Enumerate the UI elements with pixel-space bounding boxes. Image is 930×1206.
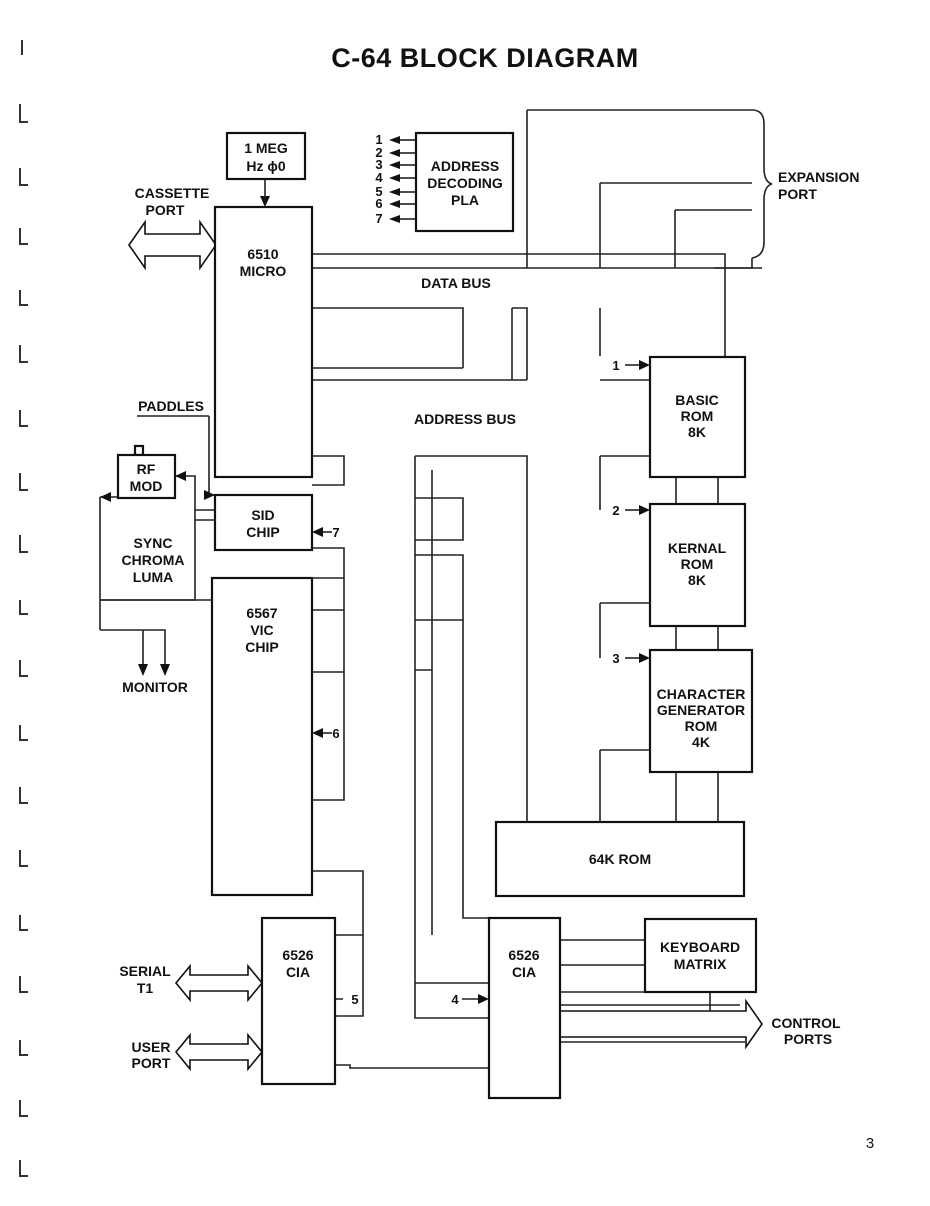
kernal-label-line1: KERNAL [668,540,727,556]
vic-label-line2: VIC [250,622,273,638]
select-line-chargen: 3 [612,651,619,666]
select-line-cia1: 5 [351,992,358,1007]
pla-label-line3: PLA [451,192,479,208]
address-bus-label: ADDRESS BUS [414,411,516,427]
diagram-title: C-64 BLOCK DIAGRAM [331,43,639,73]
chargen-label-line4: 4K [692,734,710,750]
basic-label-line2: ROM [681,408,714,424]
kernal-rom-block: KERNAL ROM 8K [648,502,747,628]
rfmod-block: RF MOD [116,444,177,500]
pla-label-line1: ADDRESS [431,158,499,174]
pla-output-2: 2 [375,145,382,160]
monitor-label: MONITOR [122,679,188,695]
pla-output-3: 3 [375,157,382,172]
cassette-port-arrow [128,219,217,271]
pla-output-6: 6 [375,196,382,211]
cia2-block: 6526 CIA [487,916,562,1100]
keyboard-matrix-block: KEYBOARD MATRIX [643,917,758,994]
select-line-basic: 1 [612,358,619,373]
cia1-block: 6526 CIA [260,916,337,1086]
cia2-label-line2: CIA [512,964,536,980]
chargen-label-line3: ROM [685,718,718,734]
pla-output-5: 5 [375,184,382,199]
cia1-label-line1: 6526 [282,947,313,963]
expansion-port-brace [751,109,773,259]
keyboard-label-line1: KEYBOARD [660,939,740,955]
micro-block: 6510 MICRO [213,205,314,479]
control-ports-label-line1: CONTROL [771,1015,841,1031]
control-ports-label-line2: PORTS [784,1031,832,1047]
data-bus-label: DATA BUS [421,275,491,291]
keyboard-label-line2: MATRIX [674,956,727,972]
user-port-label-line2: PORT [132,1055,171,1071]
micro-label-line1: 6510 [247,246,278,262]
pla-output-4: 4 [375,170,383,185]
vic-label-line1: 6567 [246,605,277,621]
kernal-label-line3: 8K [688,572,706,588]
select-line-vic: 6 [332,726,339,741]
user-port-arrow [174,1032,264,1072]
pla-output-7: 7 [375,211,382,226]
select-line-sid: 7 [332,525,339,540]
chargen-label-line2: GENERATOR [657,702,745,718]
cassette-label-line1: CASSETTE [135,185,210,201]
clock-label-line1: 1 MEG [244,140,288,156]
cia2-label-line1: 6526 [508,947,539,963]
pla-label-line2: DECODING [427,175,503,191]
serial-port-arrow [174,963,264,1003]
chargen-label-line1: CHARACTER [657,686,746,702]
control-ports-arrow [559,998,763,1050]
sid-label-line1: SID [251,507,274,523]
expansion-label-line1: EXPANSION [778,169,859,185]
rfmod-label-line1: RF [137,461,156,477]
expansion-label-line2: PORT [778,186,817,202]
cia1-label-line2: CIA [286,964,310,980]
clock-label-line2: Hz ϕ0 [246,158,285,174]
select-line-cia2: 4 [451,992,459,1007]
external-labels: CASSETTE PORT EXPANSION PORT DATA BUS AD… [119,169,859,1071]
bus-wiring [99,109,762,1069]
vic-label-line3: CHIP [245,639,278,655]
serial-label-line1: SERIAL [119,963,171,979]
select-line-kernal: 2 [612,503,619,518]
binding-marks [19,40,28,1177]
select-line-numbers: 1 2 3 4 5 6 7 [332,358,619,1007]
user-port-label-line1: USER [132,1039,171,1055]
pla-block: ADDRESS DECODING PLA [414,131,515,233]
pla-output-numbers: 1 2 3 4 5 6 7 [375,132,383,226]
clock-block: 1 MEG Hz ϕ0 [225,131,307,181]
memory-64k-block: 64K ROM [494,820,746,898]
signal-arrows [100,136,650,1004]
serial-label-line2: T1 [137,980,154,996]
basic-rom-block: BASIC ROM 8K [648,355,747,479]
cassette-label-line2: PORT [146,202,185,218]
paddles-label: PADDLES [138,398,204,414]
basic-label-line1: BASIC [675,392,719,408]
sync-label-line1: SYNC [134,535,173,551]
sync-label-line3: LUMA [133,569,173,585]
memory-64k-label: 64K ROM [589,851,651,867]
sync-label-line2: CHROMA [122,552,185,568]
pla-output-1: 1 [375,132,382,147]
micro-label-line2: MICRO [240,263,287,279]
basic-label-line3: 8K [688,424,706,440]
vic-block: 6567 VIC CHIP [210,576,314,897]
sid-block: SID CHIP [213,493,314,552]
rfmod-label-line2: MOD [130,478,163,494]
kernal-label-line2: ROM [681,556,714,572]
page-number: 3 [866,1135,874,1152]
sid-label-line2: CHIP [246,524,279,540]
chargen-rom-block: CHARACTER GENERATOR ROM 4K [648,648,754,774]
